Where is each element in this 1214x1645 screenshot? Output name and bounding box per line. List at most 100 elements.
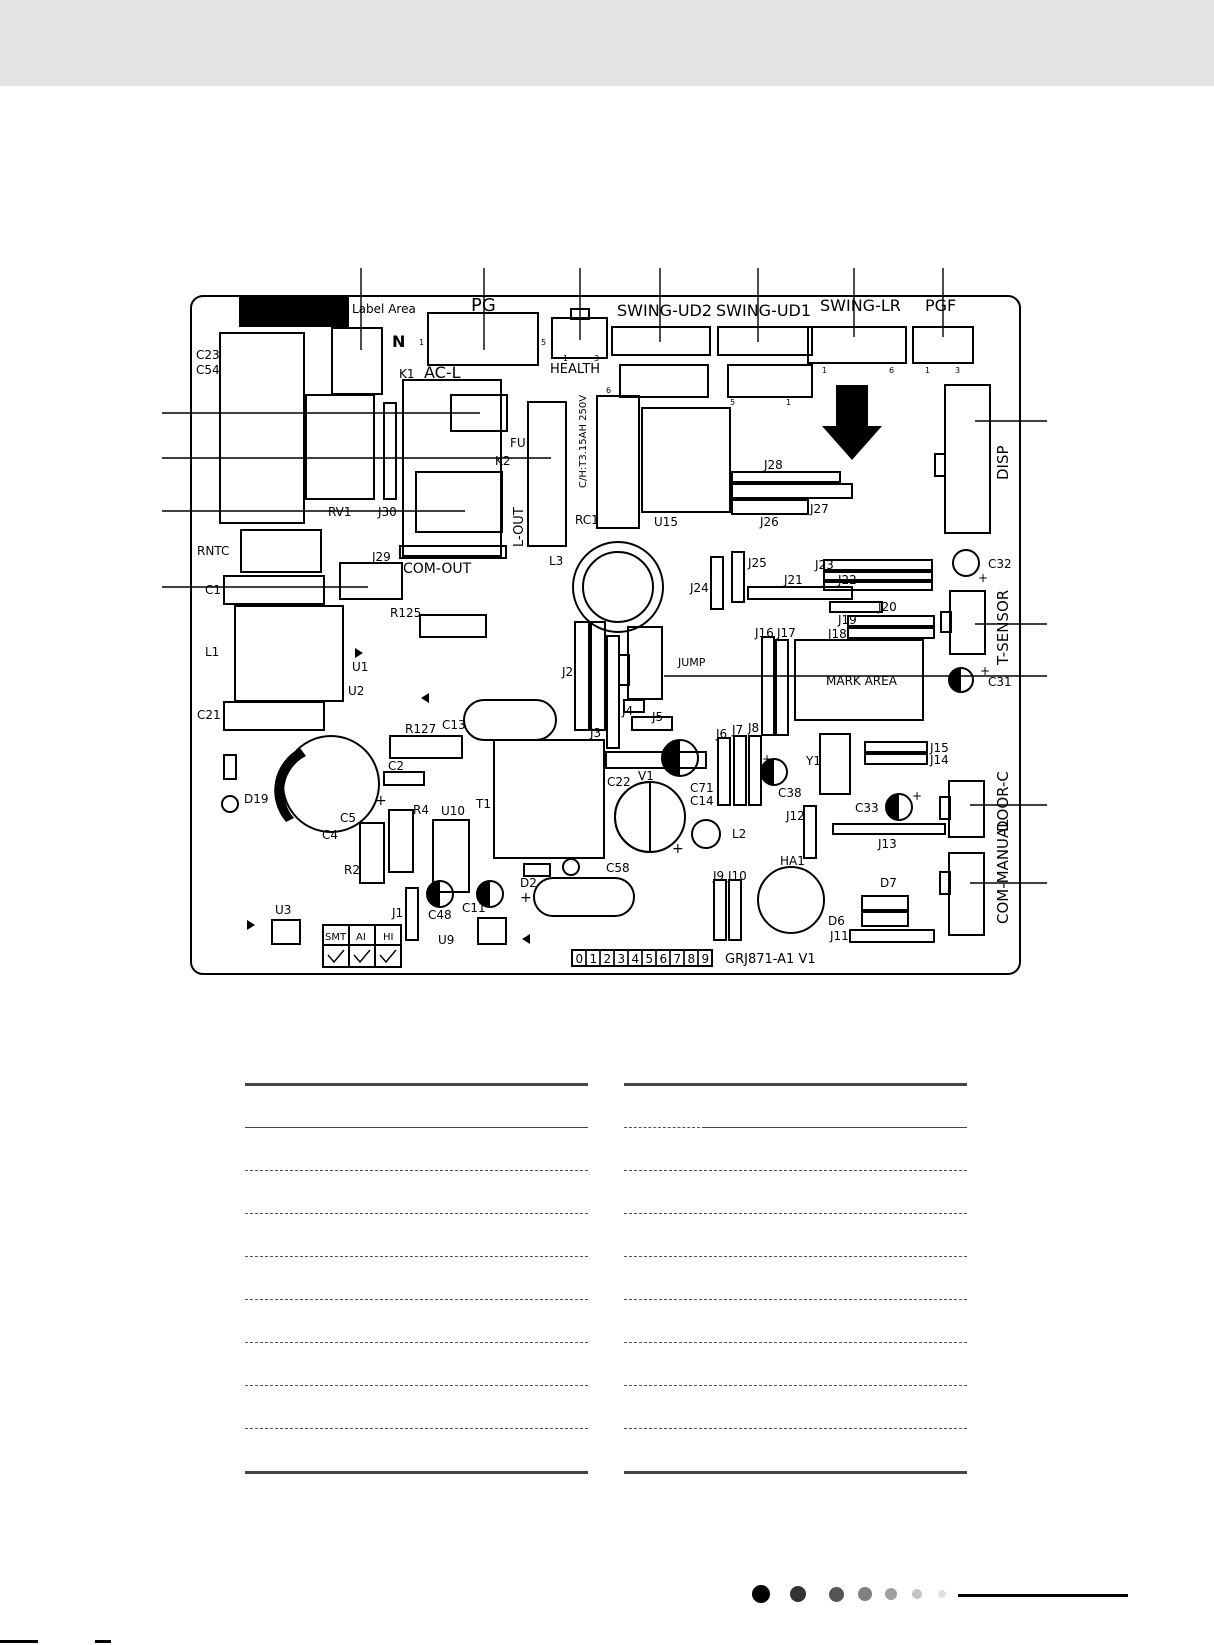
c11-label: C11 <box>462 901 486 915</box>
c23-label: C23 <box>196 348 220 362</box>
u1-label: U1 <box>352 660 368 674</box>
digit-label: 7 <box>674 952 682 966</box>
c14-label: C14 <box>690 794 714 808</box>
l-out-label: L-OUT <box>512 507 527 547</box>
page-dot <box>938 1590 946 1598</box>
c58-label: C58 <box>606 861 630 875</box>
j17-label: J17 <box>776 626 796 640</box>
c2-label: C2 <box>388 759 404 773</box>
j15-label: J15 <box>929 741 949 755</box>
label-area-text: Label Area <box>352 302 416 316</box>
l3-label: L3 <box>549 554 563 568</box>
c4-label: C4 <box>322 828 338 842</box>
j12-label: J12 <box>785 809 805 823</box>
com-manual-label: COM-MANUAL <box>994 819 1012 924</box>
fuse-rating-label: C/H:T3.15AH 250V <box>578 395 589 488</box>
plus-mark: + <box>912 789 922 803</box>
rntc-label: RNTC <box>197 544 229 558</box>
pg-label: PG <box>471 295 496 316</box>
swing-lr-label: SWING-LR <box>820 296 901 315</box>
page-dot <box>912 1589 922 1599</box>
door-c-label: DOOR-C <box>994 771 1012 832</box>
pin-mark: 6 <box>606 386 611 395</box>
page-dot <box>885 1588 897 1600</box>
j5-label: J5 <box>651 710 663 724</box>
c71-label: C71 <box>690 781 714 795</box>
corner-marks <box>0 1640 111 1643</box>
page-dot <box>790 1586 806 1602</box>
j22-label: J22 <box>837 573 857 587</box>
pin-mark: 1 <box>786 398 791 407</box>
n-label: N <box>392 332 405 351</box>
d6-label: D6 <box>828 914 845 928</box>
j18-label: J18 <box>827 627 847 641</box>
triangle-markers <box>247 648 530 944</box>
j8-label: J8 <box>747 721 759 735</box>
rc1-label: RC1 <box>575 513 599 527</box>
c31-label: C31 <box>988 675 1012 689</box>
u15-label: U15 <box>654 515 678 529</box>
r2-label: R2 <box>344 863 360 877</box>
pin-mark: 3 <box>955 366 960 375</box>
c38-label: C38 <box>778 786 802 800</box>
polarized-caps <box>274 668 961 907</box>
c1-label: C1 <box>205 583 221 597</box>
j6-label: J6 <box>715 727 727 741</box>
page-dot <box>829 1586 844 1602</box>
j25-label: J25 <box>747 556 767 570</box>
plus-mark: + <box>762 752 772 766</box>
hi-label: HI <box>383 932 393 943</box>
digit-label: 9 <box>702 952 710 966</box>
pcb-diagram: Label Area N PG HEALTH SWING-UD2 SWING-U… <box>162 268 1047 975</box>
t1-label: T1 <box>475 797 491 811</box>
y1-label: Y1 <box>805 754 821 768</box>
plus-mark: + <box>672 841 684 857</box>
j9-label: J9 <box>712 869 724 883</box>
j13-label: J13 <box>877 837 897 851</box>
plus-mark: + <box>375 793 387 809</box>
u3-label: U3 <box>275 903 291 917</box>
j16-label: J16 <box>754 626 774 640</box>
jump-label: JUMP <box>677 656 706 669</box>
d2-label: D2 <box>520 876 537 890</box>
k1-label: K1 <box>399 367 415 381</box>
j11-label: J11 <box>829 929 849 943</box>
rv1-label: RV1 <box>328 505 352 519</box>
plus-mark: + <box>978 571 988 585</box>
j19-label: J19 <box>837 613 857 627</box>
board-outline <box>190 295 1021 975</box>
j10-label: J10 <box>727 869 747 883</box>
c48-label: C48 <box>428 908 452 922</box>
c21-label: C21 <box>197 708 221 722</box>
j2-label: J2 <box>561 665 573 679</box>
c22-label: C22 <box>607 775 631 789</box>
digit-label: 8 <box>688 952 696 966</box>
r4-label: R4 <box>413 803 429 817</box>
pin-mark: 5 <box>730 398 735 407</box>
swing-ud1-label: SWING-UD1 <box>716 301 811 320</box>
swing-ud2-label: SWING-UD2 <box>617 301 712 320</box>
down-arrow-icon <box>822 385 882 460</box>
digit-label: 6 <box>660 952 668 966</box>
callout-lines <box>162 268 1047 884</box>
t-sensor-label: T-SENSOR <box>994 590 1012 666</box>
digit-label: 2 <box>604 952 612 966</box>
pgf-label: PGF <box>925 296 956 315</box>
com-out-label: COM-OUT <box>403 561 472 577</box>
r125-label: R125 <box>390 606 421 620</box>
v1-label: V1 <box>638 769 654 783</box>
j24-label: J24 <box>689 581 709 595</box>
c33-label: C33 <box>855 801 879 815</box>
j7-label: J7 <box>731 723 743 737</box>
ai-label: AI <box>356 932 366 943</box>
d7-label: D7 <box>880 876 897 890</box>
component-outlines <box>219 308 991 968</box>
digit-label: 3 <box>618 952 626 966</box>
u9-label: U9 <box>438 933 454 947</box>
digit-label: 4 <box>632 952 640 966</box>
mark-area-label: MARK AREA <box>826 674 898 688</box>
ac-l-label: AC-L <box>424 363 461 382</box>
pin-mark: 3 <box>594 354 599 363</box>
j28-label: J28 <box>763 458 783 472</box>
